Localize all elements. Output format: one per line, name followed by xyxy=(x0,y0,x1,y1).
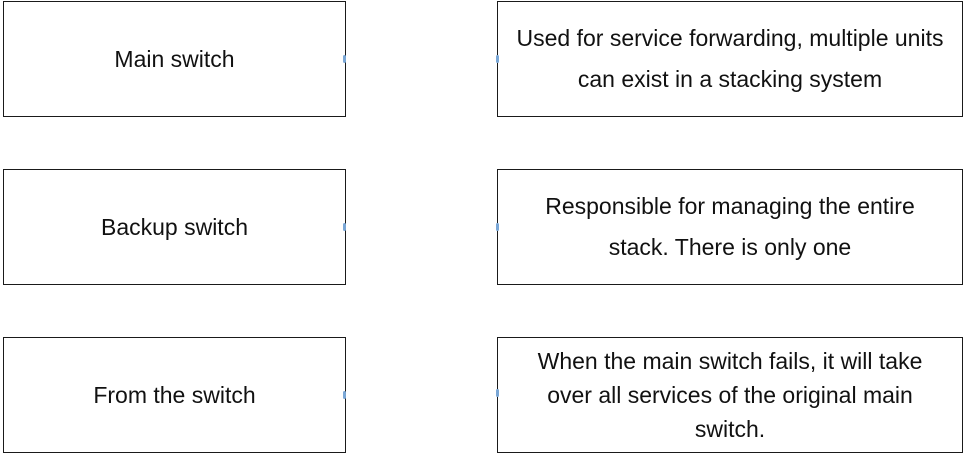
left-item-main-switch[interactable]: Main switch xyxy=(3,1,346,117)
right-item-takeover[interactable]: When the main switch fails, it will take… xyxy=(497,337,963,453)
right-item-label: When the main switch fails, it will take… xyxy=(537,348,923,442)
right-item-label: Used for service forwarding, multiple un… xyxy=(516,25,944,92)
left-item-backup-switch[interactable]: Backup switch xyxy=(3,169,346,285)
connector-anchor-right-3[interactable] xyxy=(496,389,499,397)
connector-anchor-right-1[interactable] xyxy=(496,55,499,63)
right-item-service-forwarding[interactable]: Used for service forwarding, multiple un… xyxy=(497,1,963,117)
left-item-label: From the switch xyxy=(93,381,256,408)
connector-anchor-left-1[interactable] xyxy=(343,55,346,63)
right-item-label: Responsible for managing the entire stac… xyxy=(545,193,915,260)
right-item-managing-stack[interactable]: Responsible for managing the entire stac… xyxy=(497,169,963,285)
connector-anchor-left-3[interactable] xyxy=(343,391,346,399)
connector-anchor-left-2[interactable] xyxy=(343,223,346,231)
left-item-from-the-switch[interactable]: From the switch xyxy=(3,337,346,453)
left-item-label: Backup switch xyxy=(100,213,248,240)
connector-anchor-right-2[interactable] xyxy=(496,223,499,231)
left-item-label: Main switch xyxy=(114,45,235,72)
